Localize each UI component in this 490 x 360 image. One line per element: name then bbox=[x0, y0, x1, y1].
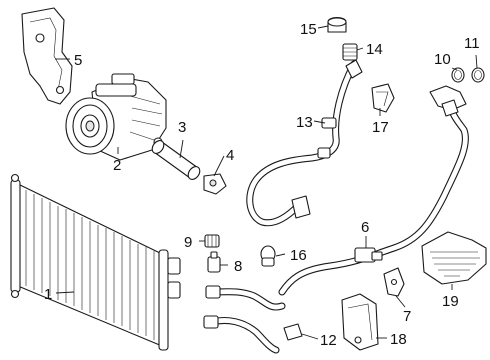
part-17-bracket bbox=[371, 83, 395, 113]
callout-7: 7 bbox=[403, 308, 411, 325]
callout-11: 11 bbox=[464, 35, 480, 52]
callout-6: 6 bbox=[361, 219, 369, 236]
callout-3: 3 bbox=[178, 119, 186, 136]
callout-8: 8 bbox=[234, 258, 242, 275]
part-1-condenser bbox=[10, 173, 181, 351]
part-15-cap bbox=[327, 16, 347, 33]
part-13-ac-line bbox=[246, 59, 363, 227]
callout-13: 13 bbox=[296, 114, 313, 131]
part-4-dryer-cap bbox=[203, 173, 227, 195]
part-6-line-fitting bbox=[354, 247, 383, 263]
part-7-bracket bbox=[383, 267, 405, 297]
callout-19: 19 bbox=[442, 293, 459, 310]
callout-1: 1 bbox=[44, 286, 52, 303]
part-11-o-ring bbox=[471, 67, 485, 83]
callout-9: 9 bbox=[184, 234, 192, 251]
callout-16: 16 bbox=[290, 247, 307, 264]
part-3-dryer-cartridge bbox=[151, 140, 201, 180]
part-16-cap bbox=[260, 245, 276, 267]
part-18-bracket bbox=[341, 293, 379, 351]
callout-10: 10 bbox=[434, 51, 451, 68]
callout-17: 17 bbox=[372, 119, 389, 136]
callout-5: 5 bbox=[74, 52, 82, 69]
callout-18: 18 bbox=[390, 331, 407, 348]
callout-14: 14 bbox=[366, 41, 383, 58]
part-8-valve-core bbox=[207, 251, 221, 273]
part-9-valve-cap bbox=[204, 234, 220, 248]
part-10-o-ring bbox=[451, 67, 465, 83]
callout-12: 12 bbox=[320, 332, 337, 349]
callout-15: 15 bbox=[300, 21, 317, 38]
callouts: 5 2 3 4 1 6 7 8 9 10 11 12 13 14 15 16 1… bbox=[44, 21, 480, 349]
callout-2: 2 bbox=[113, 157, 121, 174]
part-2-compressor bbox=[65, 73, 167, 161]
part-12-hose bbox=[203, 315, 303, 354]
liquid-line bbox=[278, 85, 469, 296]
lower-hose bbox=[205, 285, 286, 311]
callout-4: 4 bbox=[226, 147, 234, 164]
leader-lines bbox=[55, 25, 478, 340]
part-14-valve bbox=[342, 43, 358, 61]
part-5-bracket bbox=[21, 7, 73, 105]
part-19-shield bbox=[421, 231, 487, 285]
